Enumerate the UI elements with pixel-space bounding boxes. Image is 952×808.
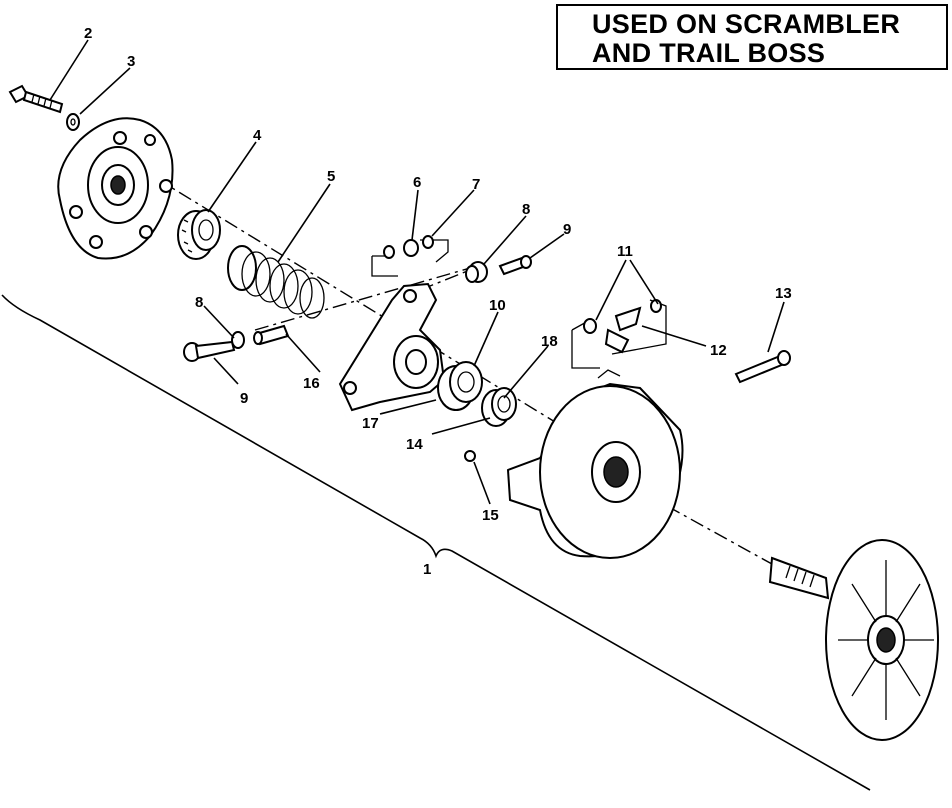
callout-10: 10: [489, 297, 506, 314]
bushing-part: [465, 261, 488, 283]
bushing-18-part: [481, 387, 517, 427]
callout-6: 6: [413, 174, 421, 191]
callout-11: 11: [617, 243, 633, 260]
spring-part: [227, 245, 325, 319]
screw-part: [464, 450, 476, 462]
fixed-sheave-part: [768, 539, 939, 741]
callout-12: 12: [710, 342, 727, 359]
spider-part: [338, 282, 446, 412]
clutch-cover-part: [57, 117, 174, 260]
callout-5: 5: [327, 168, 335, 185]
callout-1: 1: [423, 561, 431, 578]
callout-4: 4: [253, 127, 262, 144]
moveable-sheave-part: [506, 369, 684, 559]
pin-part: [253, 324, 290, 346]
callout-2: 2: [84, 25, 92, 42]
callout-18: 18: [541, 333, 558, 350]
model-note-line-2: AND TRAIL BOSS: [592, 38, 826, 68]
callout-3: 3: [127, 53, 135, 70]
model-note-line-1: USED ON SCRAMBLER: [592, 9, 901, 39]
roller-bracket-detail: [371, 235, 449, 277]
callout-14: 14: [406, 436, 423, 453]
callout-7: 7: [472, 176, 480, 193]
callout-labels: 1 2 3 4 5 6 7 8 8 9 9 10 11 12 13 14 15 …: [84, 25, 792, 578]
callout-9-upper: 9: [563, 221, 571, 238]
weight-bracket-detail: [571, 299, 667, 369]
assembly-bracket: [1, 294, 871, 791]
callout-15: 15: [482, 507, 499, 524]
washer-part: [66, 113, 80, 131]
model-note-box: USED ON SCRAMBLER AND TRAIL BOSS: [556, 4, 948, 70]
callout-16: 16: [303, 375, 320, 392]
bearing-part: [177, 209, 221, 260]
callout-17: 17: [362, 415, 379, 432]
callout-8-lower: 8: [195, 294, 203, 311]
bolt-13-part: [734, 350, 791, 384]
bolt-part: [8, 84, 64, 114]
lower-bolt-part: [183, 331, 245, 362]
leader-lines: [49, 39, 785, 505]
callout-8-upper: 8: [522, 201, 530, 218]
callout-9-lower: 9: [240, 390, 248, 407]
callout-13: 13: [775, 285, 792, 302]
pin-bolt-part: [498, 255, 532, 276]
bushing-10-part: [437, 361, 483, 411]
